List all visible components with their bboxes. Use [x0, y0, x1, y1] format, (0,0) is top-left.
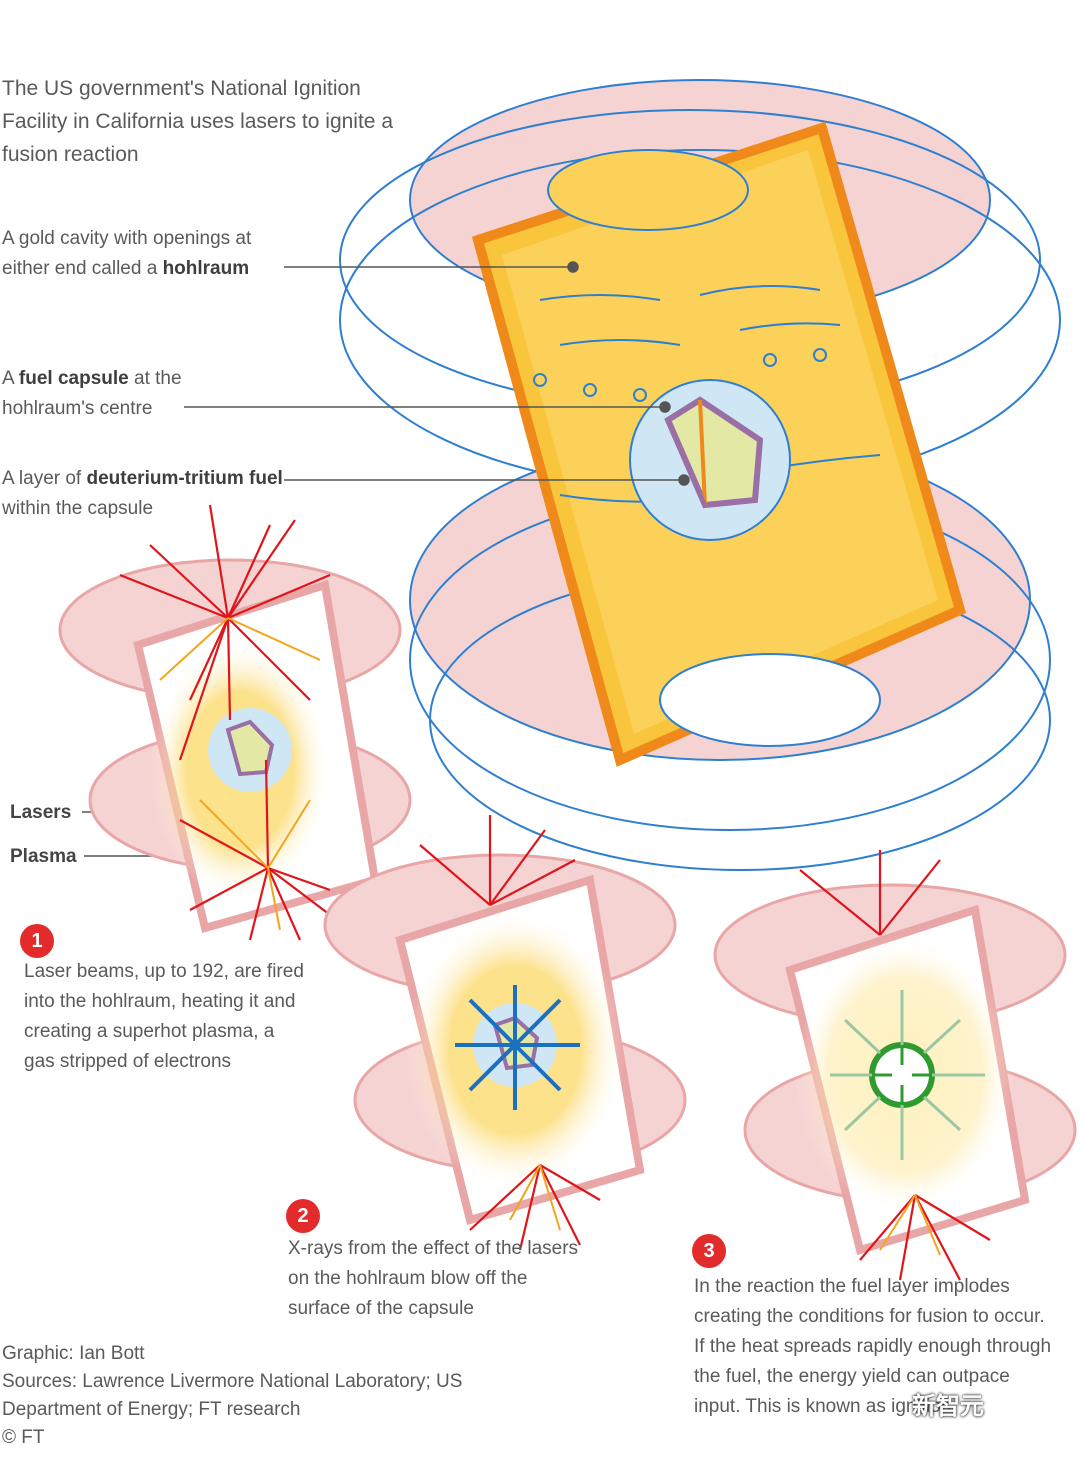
hohlraum-step-1 [58, 504, 412, 941]
label-fuel-layer: A layer of deuterium-tritium fuel within… [2, 468, 283, 519]
hohlraum-step-2 [323, 815, 687, 1251]
label-fuel-capsule: A fuel capsule at the hohlraum's centre [2, 368, 182, 419]
step-1-badge: 1 [20, 924, 54, 958]
label-lasers: Lasers [10, 802, 72, 823]
step-1-text: Laser beams, up to 192, are fired into t… [24, 961, 304, 1072]
intro-text: The US government's National Ignition Fa… [2, 77, 394, 166]
credit-sources: Sources: Lawrence Livermore National Lab… [2, 1371, 463, 1420]
label-hohlraum: A gold cavity with openings at either en… [2, 228, 252, 279]
top-opening [547, 149, 749, 231]
implosion-arrows [872, 1045, 932, 1105]
credit-copyright: © FT [2, 1427, 45, 1448]
xray-arrows [455, 985, 580, 1110]
credits: Graphic: Ian Bott Sources: Lawrence Live… [2, 1340, 522, 1452]
step-2-badge: 2 [286, 1199, 320, 1233]
large-hohlraum [339, 79, 1061, 871]
bottom-opening [659, 653, 881, 747]
credit-graphic: Graphic: Ian Bott [2, 1343, 145, 1364]
step-2-text: X-rays from the effect of the lasers on … [288, 1238, 579, 1319]
hohlraum-step-3 [713, 850, 1077, 1281]
label-plasma: Plasma [10, 846, 77, 867]
step-3-badge: 3 [692, 1234, 726, 1268]
step-3-text: In the reaction the fuel layer implodes … [694, 1276, 1052, 1417]
watermark: 新智元 [912, 1393, 984, 1420]
